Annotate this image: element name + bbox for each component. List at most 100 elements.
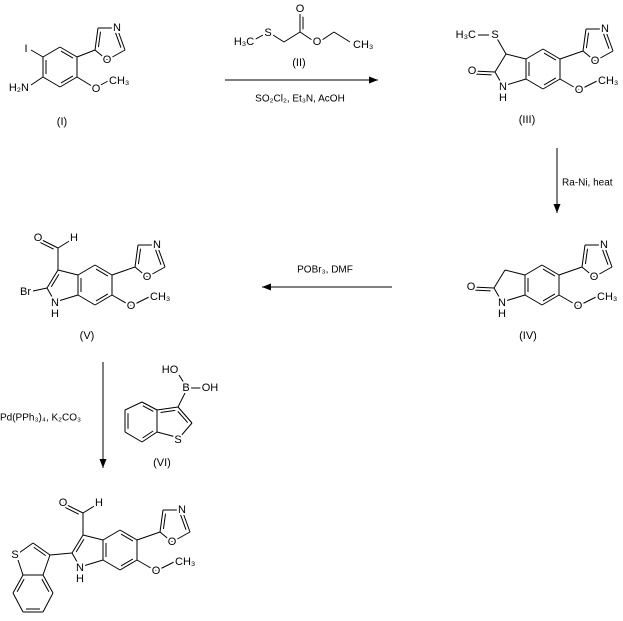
benzene-bond (541, 264, 560, 276)
oxazole-oxygen-label: O (591, 55, 600, 67)
aldehyde-bond-inner (39, 241, 54, 250)
carbonyl-bond-inner (476, 73, 492, 76)
compound-V-label: (V) (80, 330, 95, 342)
nh-hydrogen-label: H (499, 92, 507, 104)
methoxy-oxygen-label: O (575, 84, 584, 96)
nh-hydrogen-label: H (51, 308, 59, 320)
oxazole-bond (593, 266, 613, 278)
ring-bond (494, 71, 504, 87)
benzene-bond-inner (142, 430, 154, 439)
bond (582, 80, 598, 89)
ring-bond (79, 559, 104, 568)
oxazole-bond (134, 244, 139, 268)
benzene-bond-inner (542, 293, 556, 302)
bond (559, 78, 580, 91)
benzene-bond-inner (95, 293, 109, 302)
aldehyde-oxygen-label: O (59, 497, 68, 509)
ring-bond (46, 269, 59, 289)
nh-nitrogen-label: N (498, 297, 506, 309)
thiophene-bond (17, 559, 24, 576)
oxazole-bond (159, 509, 164, 533)
bond (299, 31, 313, 41)
benzene-bond (542, 48, 561, 60)
arrow-step1-head (369, 76, 378, 84)
bond (136, 559, 157, 572)
oxazole-nitrogen-label: N (601, 23, 609, 35)
oxazole-bond (582, 28, 587, 52)
oxazole-bond (171, 531, 191, 543)
ring-bond (82, 534, 104, 541)
oxazole-bond (603, 244, 613, 268)
benzene-bond (59, 76, 78, 88)
aldehyde-oxygen-label: O (34, 232, 43, 244)
compound-VI-label: (VI) (153, 457, 171, 469)
benzene-bond-inner (543, 77, 557, 86)
oxazole-nitrogen-label: N (600, 239, 608, 251)
oxazole-bond (106, 49, 126, 61)
benzene-bond (525, 48, 544, 60)
compound-I-label: (I) (57, 116, 67, 128)
methoxy-methyl-label: CH₃ (150, 291, 170, 303)
oxazole-bond (146, 266, 166, 278)
oxazole-bond-inner (137, 248, 142, 265)
benzene-bond (42, 592, 54, 613)
bond (82, 504, 97, 514)
benzene-bond (94, 294, 113, 306)
benzene-bond (77, 294, 96, 306)
bond (32, 287, 48, 292)
carbonyl-oxygen-label: O (468, 65, 477, 77)
benzene-bond (124, 431, 143, 443)
thiophene-bond-inner (160, 409, 176, 414)
bond (559, 50, 584, 60)
carbonyl-bond (472, 70, 496, 73)
ring-bond (501, 294, 526, 303)
step4-reagents: Pd(PPh₃)₄, K₂CO₃ (0, 413, 81, 424)
nh-nitrogen-label: N (51, 297, 59, 309)
bond (111, 294, 132, 307)
methoxy-methyl-label: CH₃ (597, 291, 617, 303)
oxazole-bond (581, 266, 595, 278)
thiophene-bond (156, 431, 177, 438)
bond (76, 76, 96, 89)
amine-label: H₂N (9, 82, 29, 94)
bond (581, 296, 597, 305)
ester-oxygen-label: O (313, 36, 322, 48)
bond (76, 49, 96, 58)
thiophene-bond (42, 554, 51, 576)
bond (253, 34, 264, 41)
methyl-label: CH₃ (353, 39, 373, 51)
thiophene-bond-inner (177, 411, 189, 423)
aldehyde-hydrogen-label: H (70, 232, 78, 244)
oxazole-bond (159, 531, 173, 543)
hydroxyl-label: HO (162, 364, 179, 376)
carbonyl-bond-inner (475, 289, 491, 292)
compound-II-label: (II) (292, 57, 305, 69)
bonds-layer (12, 14, 614, 613)
oxazole-bond (156, 244, 166, 268)
benzene-bond (524, 264, 543, 276)
benzene-bond (59, 46, 78, 58)
bond (321, 31, 335, 41)
oxazole-oxygen-label: O (103, 54, 112, 66)
bond (558, 294, 579, 307)
thiophene-bond (177, 406, 193, 424)
sulfur-label: S (174, 434, 181, 446)
ring-bond-inner (75, 539, 85, 553)
methoxy-methyl-label: CH₃ (175, 556, 195, 568)
oxazole-bond-inner (154, 249, 162, 265)
bond (30, 76, 44, 86)
methoxy-methyl-label: CH₃ (598, 75, 618, 87)
bond (98, 80, 109, 87)
step1-reagents: SO₂Cl₂, Et₃N, AcOH (255, 94, 345, 105)
ring-bond (71, 552, 81, 568)
benzene-bond-inner (16, 578, 25, 592)
compound-III-label: (III) (519, 114, 536, 126)
ring-bond (504, 269, 526, 276)
sulfur-label: S (11, 549, 18, 561)
compound-IV-label: (IV) (519, 330, 537, 342)
thiophene-bond (32, 542, 51, 556)
oxazole-bond (604, 28, 614, 52)
oxazole-bond (181, 509, 191, 533)
bond (558, 266, 583, 276)
